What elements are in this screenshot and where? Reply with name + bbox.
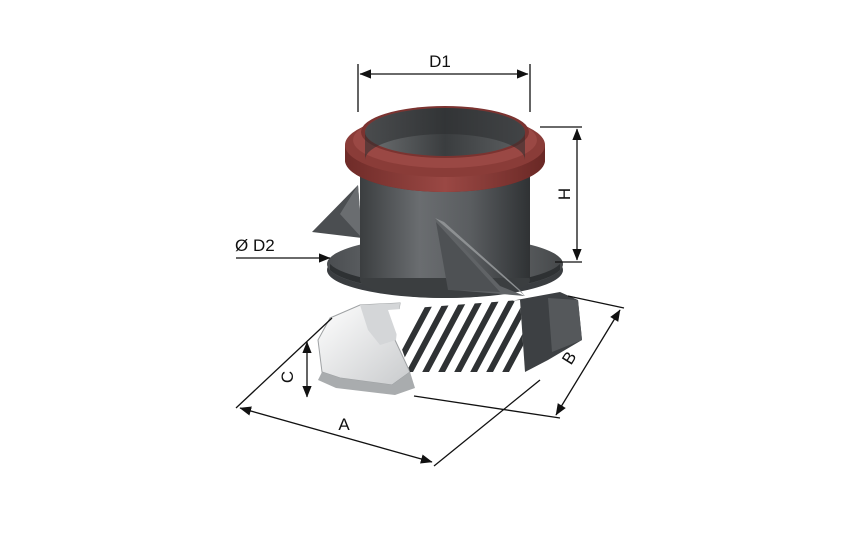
b-extension-top [567,295,625,309]
b-arrow [555,309,621,416]
base-assembly [317,292,582,395]
label-h: H [555,188,574,200]
left-fin [312,185,362,238]
label-d1: D1 [429,52,451,71]
b-extension-bottom [413,395,561,419]
dimension-lines [235,64,625,467]
label-b: B [558,348,580,368]
a-extension-left [235,317,333,409]
label-d2: Ø D2 [235,236,275,255]
a-extension-right [433,379,541,467]
label-a: A [338,415,350,434]
a-arrow [239,406,433,464]
label-c: C [278,371,297,383]
top-flange [345,106,545,192]
